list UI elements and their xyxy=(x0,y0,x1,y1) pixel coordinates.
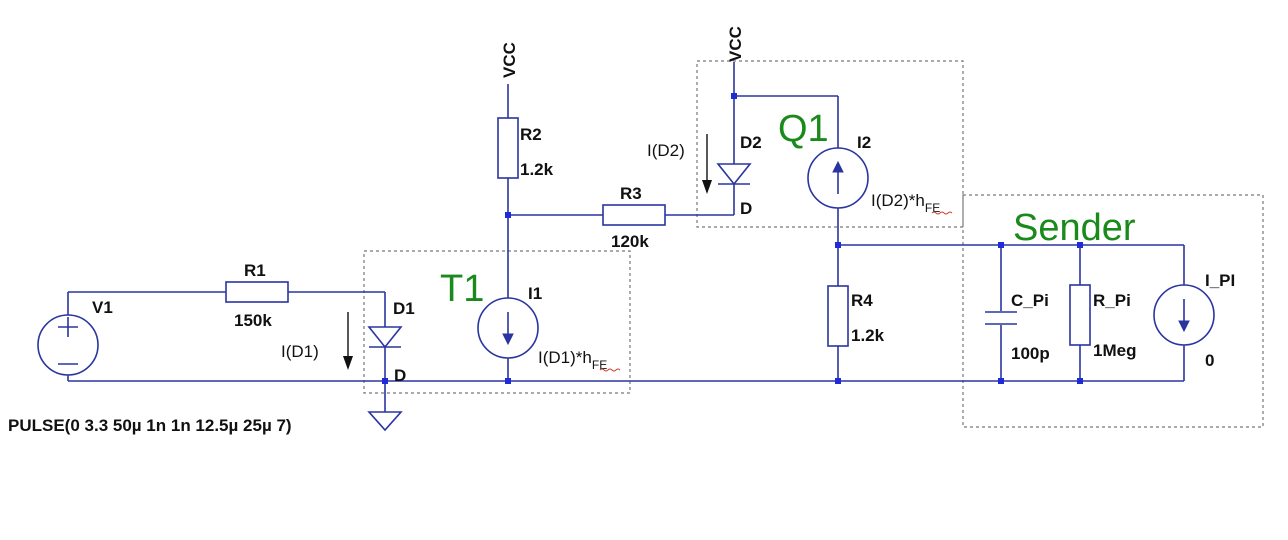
i1-expression: I(D1)*hFE xyxy=(538,348,607,372)
r4-resistor[interactable] xyxy=(827,285,849,347)
d2-current-label: I(D2) xyxy=(647,141,685,160)
i-pi-current-source[interactable] xyxy=(1153,284,1215,346)
sender-group-label: Sender xyxy=(1013,207,1136,249)
i2-squiggle xyxy=(931,211,953,215)
i2-current-source[interactable] xyxy=(807,147,869,209)
r2-label: R2 xyxy=(520,125,542,144)
i2-expression: I(D2)*hFE xyxy=(871,191,940,215)
d1-current-arrow xyxy=(343,312,353,370)
r2-resistor[interactable] xyxy=(497,117,519,179)
d2-current-arrow xyxy=(702,134,712,194)
sender-group-boundary xyxy=(962,194,1264,428)
r1-resistor[interactable] xyxy=(225,281,289,303)
i1-label: I1 xyxy=(528,284,542,303)
r4-value: 1.2k xyxy=(851,326,885,345)
r-pi-label: R_Pi xyxy=(1093,291,1131,310)
junction-dots xyxy=(382,93,1083,384)
vcc-label-2: VCC xyxy=(726,26,745,62)
t1-group-label: T1 xyxy=(440,268,484,310)
c-pi-capacitor[interactable] xyxy=(985,311,1017,325)
d2-model: D xyxy=(740,199,752,218)
c-pi-value: 100p xyxy=(1011,344,1050,363)
v1-voltage-source[interactable] xyxy=(37,314,99,376)
t1-group-boundary xyxy=(363,250,631,394)
d1-diode[interactable] xyxy=(367,326,403,349)
i-pi-label: I_PI xyxy=(1205,271,1235,290)
r1-label: R1 xyxy=(244,261,266,280)
i1-current-source[interactable] xyxy=(477,297,539,359)
d1-model: D xyxy=(394,366,406,385)
d2-label: D2 xyxy=(740,133,762,152)
r3-value: 120k xyxy=(611,232,649,251)
v1-label: V1 xyxy=(92,298,113,317)
ground-icon xyxy=(367,411,403,432)
r3-resistor[interactable] xyxy=(602,204,666,226)
i-pi-value: 0 xyxy=(1205,351,1214,370)
q1-group-boundary xyxy=(696,60,964,228)
i1-squiggle xyxy=(599,368,621,372)
r3-label: R3 xyxy=(620,184,642,203)
d1-current-label: I(D1) xyxy=(281,342,319,361)
vcc-label-1: VCC xyxy=(500,42,519,78)
q1-group-label: Q1 xyxy=(778,108,829,150)
r-pi-value: 1Meg xyxy=(1093,341,1136,360)
r4-label: R4 xyxy=(851,291,873,310)
d2-diode[interactable] xyxy=(716,163,752,186)
c-pi-label: C_Pi xyxy=(1011,291,1049,310)
r-pi-resistor[interactable] xyxy=(1069,284,1091,346)
r1-value: 150k xyxy=(234,311,272,330)
i2-label: I2 xyxy=(857,133,871,152)
v1-value: PULSE(0 3.3 50µ 1n 1n 12.5µ 25µ 7) xyxy=(8,416,292,435)
r2-value: 1.2k xyxy=(520,160,554,179)
d1-label: D1 xyxy=(393,299,415,318)
